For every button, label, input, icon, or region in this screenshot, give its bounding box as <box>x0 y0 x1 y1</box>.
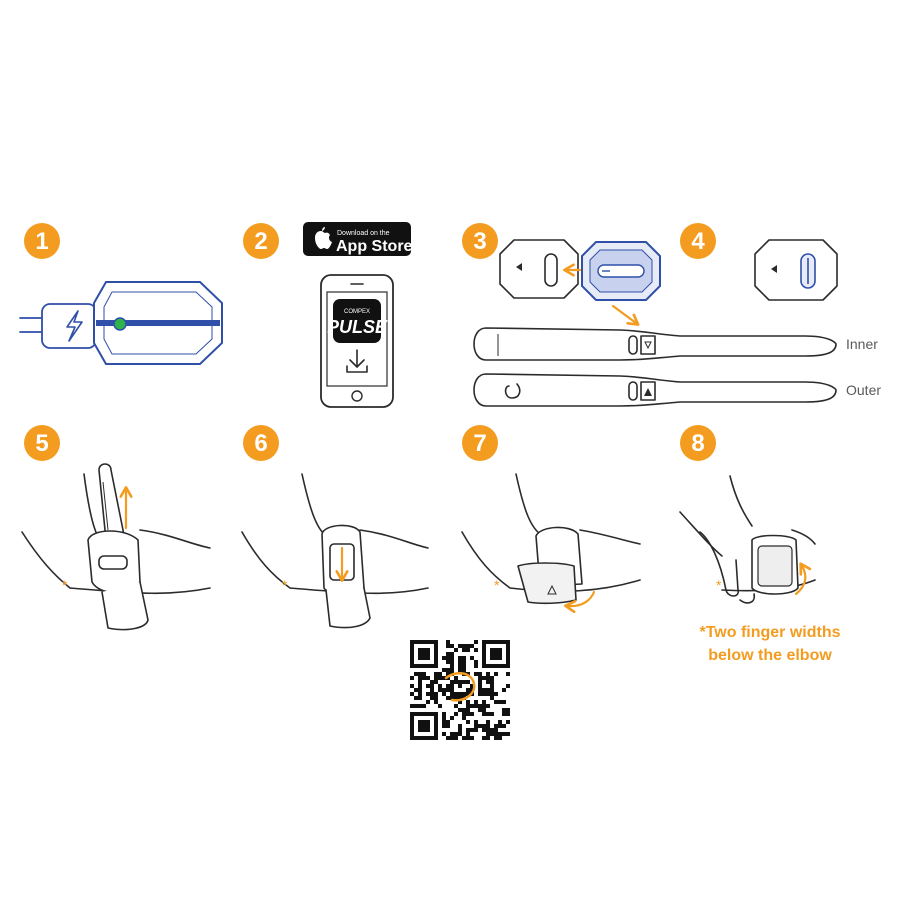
check-position-arrow <box>794 562 812 596</box>
lightning-icon <box>66 310 83 342</box>
pod-holder-open <box>499 239 579 299</box>
step-3-attach-illustration: Inner Outer <box>473 239 881 407</box>
step-badge-8: 8 <box>680 425 716 461</box>
pulse-pod-blue <box>581 241 661 301</box>
app-icon-tile <box>333 299 381 343</box>
usb-cable <box>19 317 45 333</box>
step-1-charging-illustration <box>19 281 223 365</box>
elbow-asterisk-icon: * <box>494 577 500 593</box>
step-number-4: 4 <box>691 228 705 255</box>
band-label-outer: Outer <box>846 382 881 398</box>
step-number-2: 2 <box>254 228 267 255</box>
fingers <box>699 531 756 604</box>
elbow-asterisk-icon: * <box>282 577 288 593</box>
band-label-inner: Inner <box>846 336 878 352</box>
app-brand-small: COMPEX <box>344 309 370 315</box>
step-badge-1: 1 <box>24 223 60 259</box>
step-number-7: 7 <box>473 430 486 457</box>
step-badge-5: 5 <box>24 425 60 461</box>
step-number-8: 8 <box>691 430 704 457</box>
phone-home-button <box>351 390 363 402</box>
step-2-app-illustration: Download on the App Store COMPEX PULSE <box>303 222 413 408</box>
place-on-band-arrow <box>611 304 640 326</box>
step-number-3: 3 <box>473 228 486 255</box>
app-store-badge-large-text: App Store <box>336 238 413 255</box>
step-number-1: 1 <box>35 228 48 255</box>
step-badge-2: 2 <box>243 223 279 259</box>
step-8-position-band-illustration: * *Two finger widths below the elbow <box>679 475 841 664</box>
step-7-fold-band-illustration: * <box>461 473 641 614</box>
band-wrap <box>87 530 141 594</box>
download-icon <box>346 349 368 373</box>
step-6-tighten-band-illustration: * <box>241 473 429 629</box>
band-outer: Outer <box>473 373 881 407</box>
pulse-device-bevel <box>103 291 213 355</box>
wrap-around-arrow <box>564 590 596 614</box>
band-strap-up <box>98 463 125 541</box>
app-store-badge[interactable]: Download on the App Store <box>303 222 413 256</box>
elbow-asterisk-icon: * <box>716 577 722 593</box>
apple-icon <box>315 227 332 249</box>
step-badge-7: 7 <box>462 425 498 461</box>
step-badge-3: 3 <box>462 223 498 259</box>
note-line-2: below the elbow <box>708 647 832 664</box>
step-badge-6: 6 <box>243 425 279 461</box>
step-number-6: 6 <box>254 430 267 457</box>
app-brand-large: PULSE <box>327 317 388 337</box>
step-4-locked-pod <box>754 239 838 301</box>
note-line-1: *Two finger widths <box>699 624 840 641</box>
charging-led <box>113 317 127 331</box>
elbow-asterisk-icon: * <box>62 577 68 593</box>
step-badge-4: 4 <box>680 223 716 259</box>
step-5-slide-band-illustration: * <box>21 463 211 631</box>
step-number-5: 5 <box>35 430 48 457</box>
app-store-badge-small-text: Download on the <box>337 230 390 237</box>
band-inner: Inner <box>473 327 878 361</box>
qr-code-icon[interactable] <box>410 640 510 740</box>
